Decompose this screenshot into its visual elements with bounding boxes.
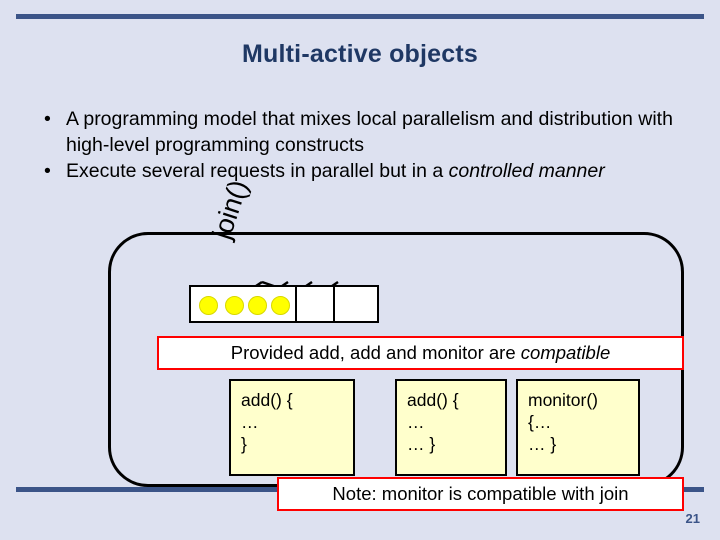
request-queue: [189, 285, 379, 323]
code-line: … }: [528, 434, 557, 454]
code-line: monitor(): [528, 390, 599, 410]
code-line: … }: [407, 434, 436, 454]
code-line: {…: [528, 412, 552, 432]
bullet-text-emphasis: controlled manner: [448, 160, 605, 182]
queue-slot-divider: [333, 287, 335, 321]
code-line: add() {: [407, 390, 459, 410]
queue-slot-divider: [295, 287, 297, 321]
code-line: …: [407, 412, 425, 432]
compatibility-note-emphasis: compatible: [520, 342, 611, 363]
queued-request: [248, 296, 267, 315]
queued-request: [271, 296, 290, 315]
list-item: • A programming model that mixes local p…: [30, 106, 690, 158]
bullet-text: A programming model that mixes local par…: [66, 108, 673, 156]
add-method-box-1: add() { … }: [229, 379, 355, 476]
code-line: add() {: [241, 390, 293, 410]
add-method-box-2: add() { … … }: [395, 379, 507, 476]
code-line: …: [241, 412, 259, 432]
compatibility-note-text: Provided add, add and monitor are: [230, 342, 521, 363]
queued-request: [199, 296, 218, 315]
list-item: • Execute several requests in parallel b…: [30, 158, 690, 184]
compatibility-note: Provided add, add and monitor are compat…: [157, 336, 684, 370]
bullet-text: Execute several requests in parallel but…: [66, 160, 449, 182]
bullet-marker: •: [44, 160, 51, 182]
page-title: Multi-active objects: [242, 40, 478, 68]
code-line: }: [241, 434, 247, 454]
monitor-join-note: Note: monitor is compatible with join: [277, 477, 684, 511]
bullet-marker: •: [44, 108, 51, 130]
queued-request: [225, 296, 244, 315]
bullet-list: • A programming model that mixes local p…: [30, 106, 690, 184]
page-number: 21: [685, 511, 700, 526]
top-divider-rule: [16, 14, 704, 19]
monitor-method-box: monitor() {… … }: [516, 379, 640, 476]
